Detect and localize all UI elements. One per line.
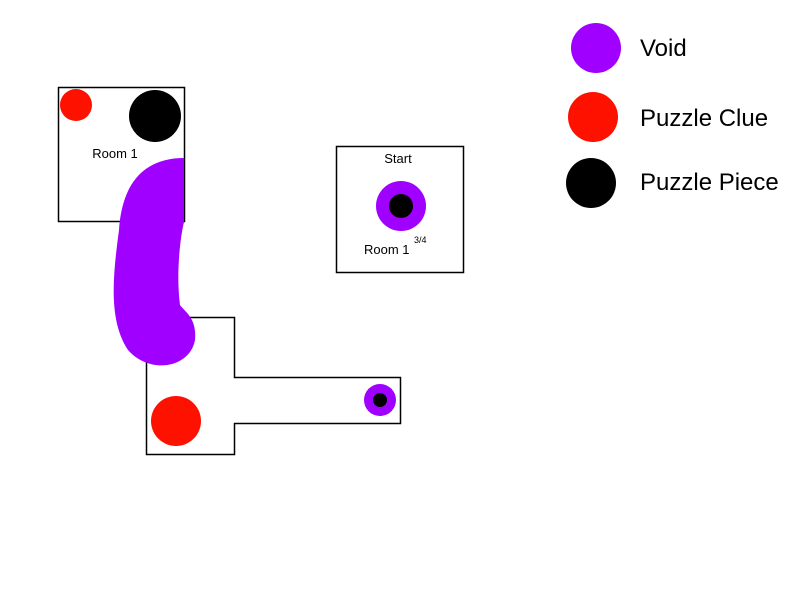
start-room-superscript: 3/4 <box>414 235 427 245</box>
room-1-label: Room 1 <box>92 146 138 161</box>
puzzle-piece-icon <box>129 90 181 142</box>
puzzle-piece-icon <box>389 194 413 218</box>
puzzle-clue-icon <box>151 396 201 446</box>
start-room: Start Room 1 3/4 <box>335 145 465 274</box>
puzzle-piece-icon <box>373 393 387 407</box>
puzzle-clue-icon <box>60 89 92 121</box>
legend-item-void: Void <box>571 23 687 73</box>
red-circle-icon <box>568 92 618 142</box>
legend: Void Puzzle Clue Puzzle Piece <box>566 23 779 208</box>
legend-label-puzzle-clue: Puzzle Clue <box>640 105 768 132</box>
void-streak <box>113 158 196 366</box>
legend-item-puzzle-piece: Puzzle Piece <box>566 158 779 208</box>
l-shaped-room <box>145 316 402 456</box>
legend-item-puzzle-clue: Puzzle Clue <box>568 92 768 142</box>
legend-label-puzzle-piece: Puzzle Piece <box>640 169 779 196</box>
start-title: Start <box>384 151 412 166</box>
start-room-label: Room 1 <box>364 242 410 257</box>
purple-circle-icon <box>571 23 621 73</box>
legend-label-void: Void <box>640 35 687 62</box>
room-1: Room 1 <box>57 86 186 223</box>
l-shaped-room-outline <box>145 316 402 456</box>
black-circle-icon <box>566 158 616 208</box>
